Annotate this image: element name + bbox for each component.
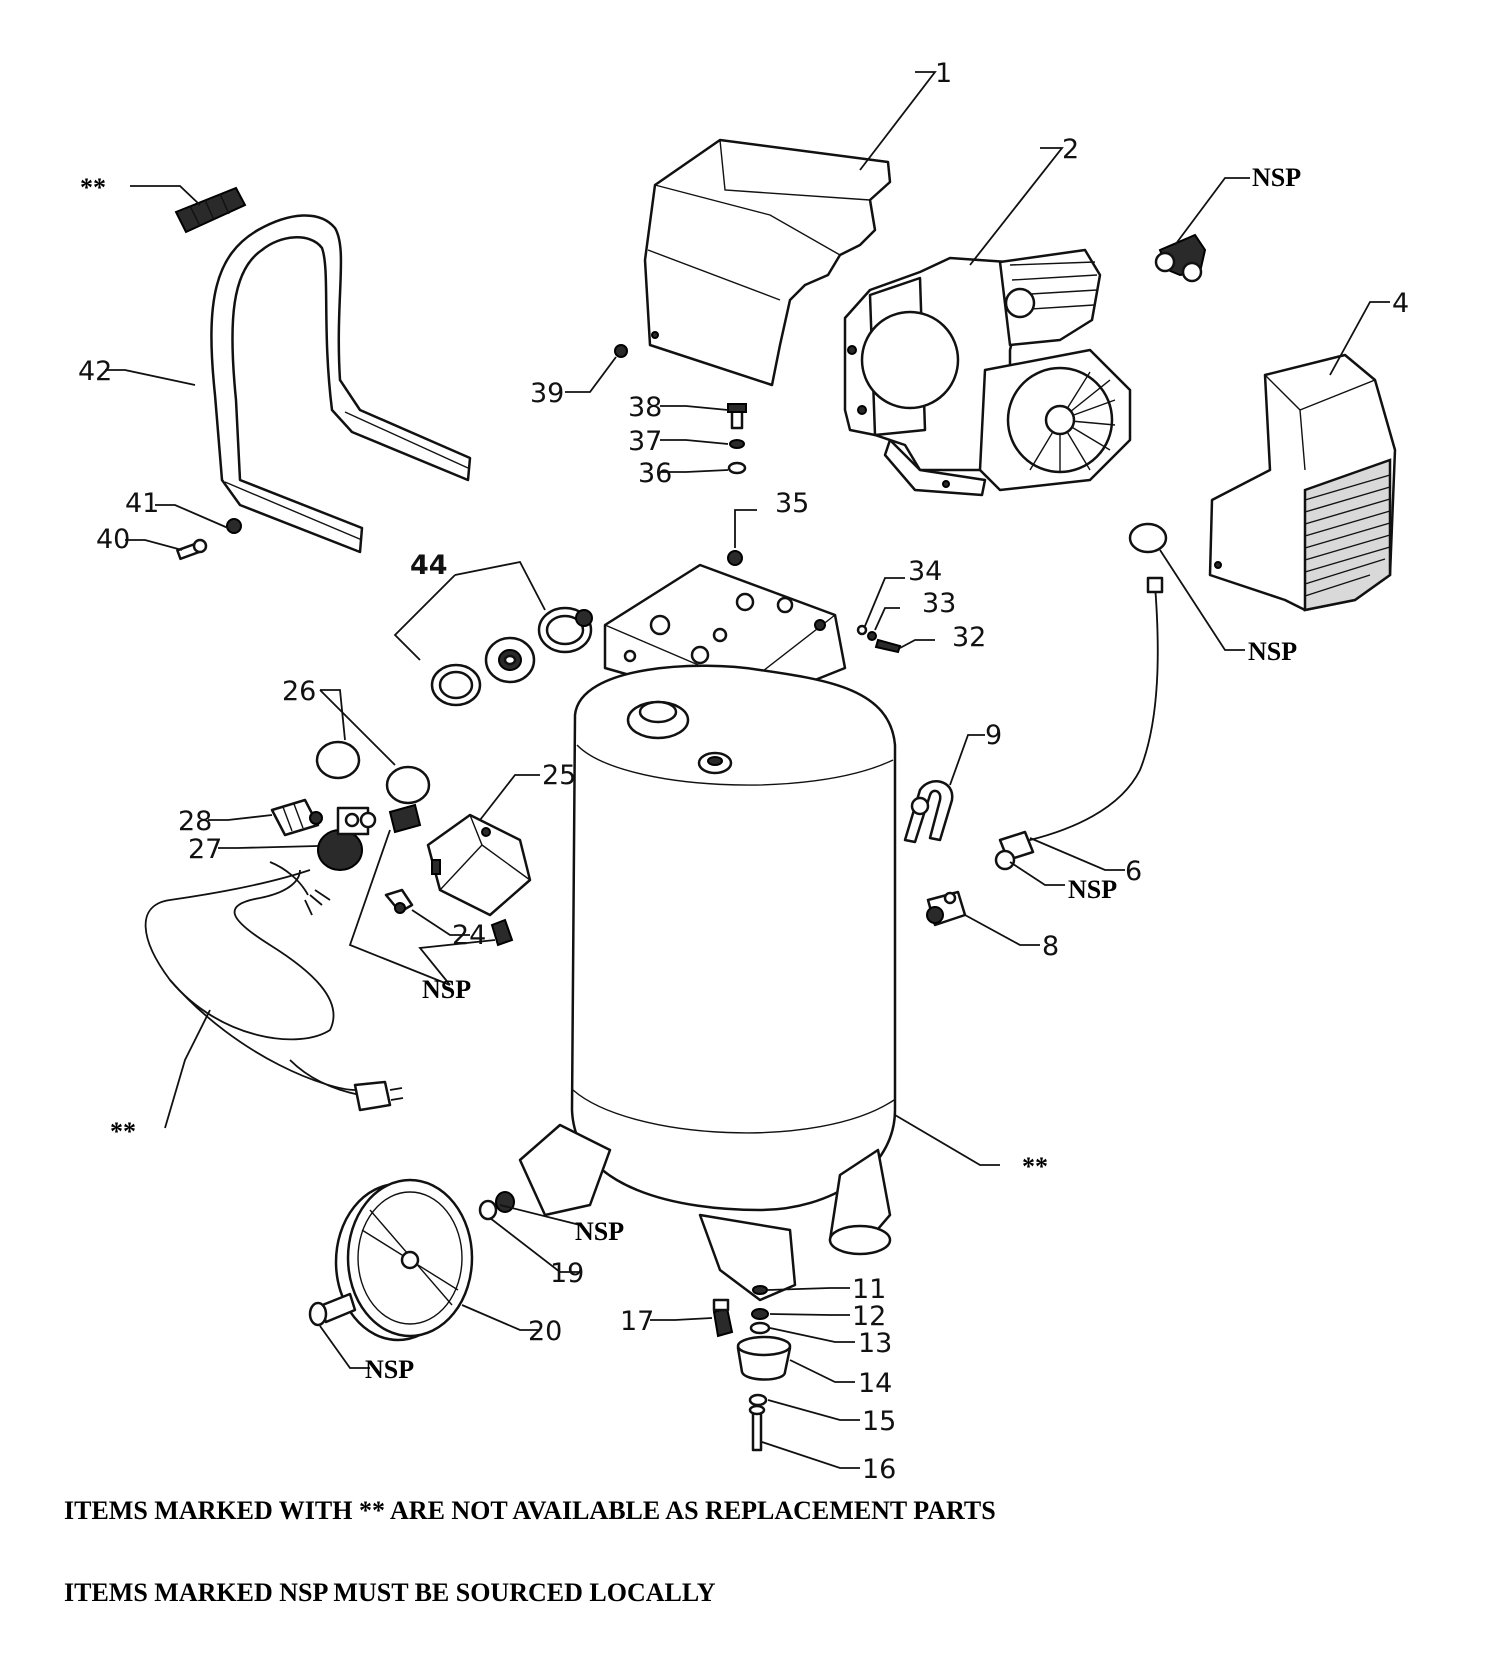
fitting-part-35	[727, 550, 743, 566]
callout-37: 37	[628, 426, 662, 457]
wheel-part-20	[334, 1178, 474, 1342]
nut-part-41	[226, 518, 242, 534]
nut-nsp-tube	[1128, 522, 1168, 554]
callout-35: 35	[775, 488, 809, 519]
air-tank	[518, 664, 897, 1302]
handle-part-42	[210, 214, 472, 554]
u-bolt-part-9	[903, 780, 954, 844]
note-not-available: ITEMS MARKED WITH ** ARE NOT AVAILABLE A…	[64, 1496, 996, 1525]
callout-13: 13	[858, 1328, 892, 1359]
callout-27: 27	[188, 834, 222, 865]
tag-na-cord: **	[110, 1117, 136, 1146]
screw-part-32	[874, 638, 902, 654]
shroud-part-1	[643, 138, 892, 387]
elbow-fitting-nsp	[1154, 233, 1207, 283]
pump-motor-part-2	[843, 248, 1132, 497]
callout-4: 4	[1392, 288, 1409, 319]
nut-part-39	[614, 344, 628, 358]
callout-26: 26	[282, 676, 316, 707]
fitting-nsp-a	[388, 803, 422, 834]
callout-20: 20	[528, 1316, 562, 1347]
handle-grip	[174, 186, 247, 234]
washer-part-12	[751, 1308, 769, 1320]
callout-33: 33	[922, 588, 956, 619]
washer-part-11	[752, 1285, 768, 1295]
axle-bolt-nsp	[308, 1292, 357, 1327]
tag-nsp-nut: NSP	[1248, 637, 1297, 666]
callout-28: 28	[178, 806, 212, 837]
callout-19: 19	[550, 1258, 584, 1289]
callout-25: 25	[542, 760, 576, 791]
callout-16: 16	[862, 1454, 896, 1485]
callout-36: 36	[638, 458, 672, 489]
cover-part-4	[1208, 353, 1397, 612]
tag-nsp-wheel-nut: NSP	[575, 1217, 624, 1246]
callout-8: 8	[1042, 931, 1059, 962]
callout-24: 24	[452, 920, 486, 951]
callout-42: 42	[78, 356, 112, 387]
callout-6: 6	[1125, 856, 1142, 887]
coupler-part-28	[270, 798, 323, 837]
callout-44: 44	[410, 550, 448, 581]
callout-38: 38	[628, 392, 662, 423]
callout-12: 12	[852, 1301, 886, 1332]
callout-17: 17	[620, 1306, 654, 1337]
discharge-tube-part-6	[994, 576, 1164, 871]
screw-part-17	[712, 1298, 734, 1338]
callout-39: 39	[530, 378, 564, 409]
callout-34: 34	[908, 556, 942, 587]
tag-nsp-elbow: NSP	[1252, 163, 1301, 192]
power-cord	[144, 861, 404, 1112]
callout-15: 15	[862, 1406, 896, 1437]
tag-nsp-axle: NSP	[365, 1355, 414, 1384]
callout-9: 9	[985, 720, 1002, 751]
tag-nsp-tube: NSP	[1068, 875, 1117, 904]
callout-1: 1	[935, 58, 952, 89]
rubber-foot-part-14	[736, 1335, 792, 1381]
callout-41: 41	[125, 488, 159, 519]
callout-2: 2	[1062, 134, 1079, 165]
fitting-part-24	[384, 888, 414, 914]
washer-part-34	[856, 624, 868, 636]
nut-nsp-wheel	[495, 1191, 515, 1213]
callout-40: 40	[96, 524, 130, 555]
washer-part-36	[727, 461, 747, 475]
cap-part-26b	[385, 765, 431, 805]
leader-lines	[105, 71, 1390, 1469]
regulator-part-27	[317, 806, 377, 871]
bolt-part-16	[748, 1404, 766, 1452]
fitting-nsp-b	[490, 918, 514, 947]
cap-part-26a	[315, 740, 361, 780]
callout-11: 11	[852, 1274, 886, 1305]
check-valve-part-44	[430, 606, 593, 707]
callout-14: 14	[858, 1368, 892, 1399]
note-source-locally: ITEMS MARKED NSP MUST BE SOURCED LOCALLY	[64, 1578, 716, 1607]
washer-part-19	[478, 1199, 498, 1221]
washer-part-15	[748, 1393, 768, 1407]
washer-part-13	[749, 1321, 771, 1335]
pressure-switch-part-25	[426, 813, 532, 917]
bolt-part-40	[176, 538, 208, 561]
washer-part-37	[729, 439, 745, 449]
callout-32: 32	[952, 622, 986, 653]
washer-part-33	[867, 631, 877, 641]
tag-nsp-fittings: NSP	[422, 975, 471, 1004]
tag-na-tank: **	[1022, 1152, 1048, 1181]
valve-part-8	[926, 890, 967, 927]
screw-part-38	[727, 403, 747, 430]
tag-na-grip: **	[80, 173, 106, 202]
